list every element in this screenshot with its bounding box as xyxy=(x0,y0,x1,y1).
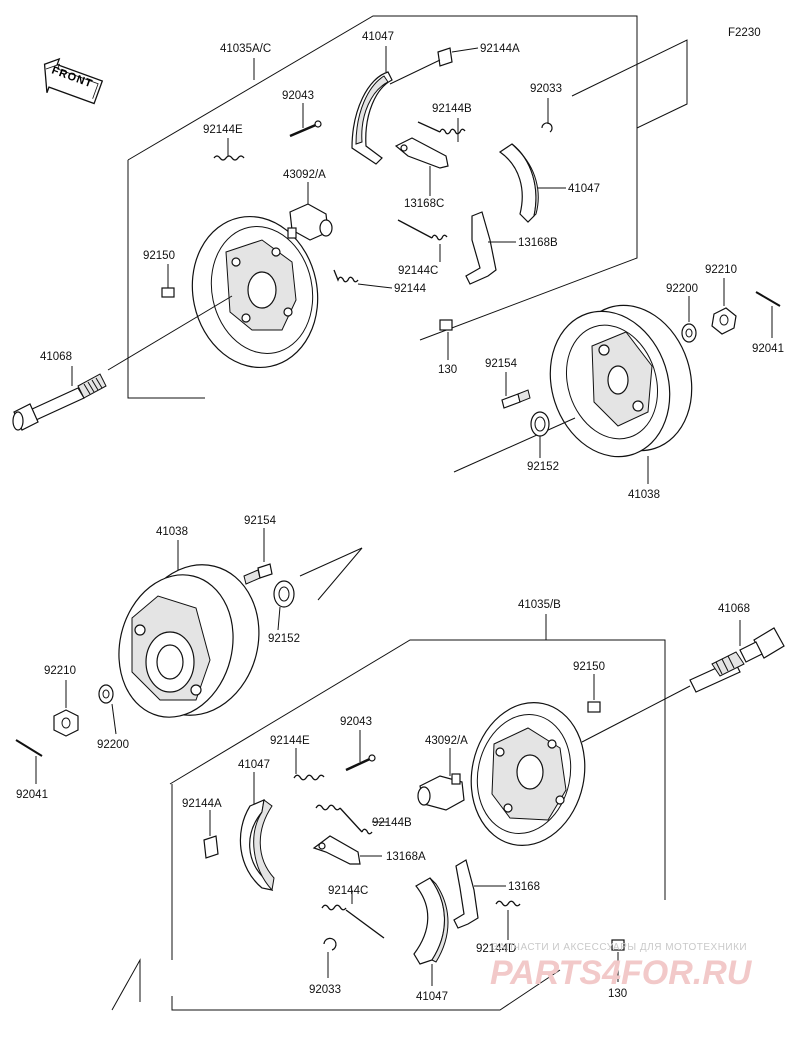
top-bolt-92150 xyxy=(161,264,175,298)
label-top-41068: 41068 xyxy=(40,351,72,363)
label-top-92144a: 92144A xyxy=(480,43,520,55)
top-lever-13168b xyxy=(465,211,516,285)
label-top-92154: 92154 xyxy=(485,358,518,370)
front-arrow-icon xyxy=(43,57,104,105)
bottom-assembly: 41035/B 41038 92154 921 xyxy=(15,515,785,1011)
top-pin-92043 xyxy=(289,103,322,138)
bottom-lever-13168 xyxy=(453,859,506,929)
label-top-92152: 92152 xyxy=(527,461,559,473)
label-bottom-92150: 92150 xyxy=(573,661,605,673)
label-bottom-13168a: 13168A xyxy=(386,851,426,863)
top-brake-panel xyxy=(191,215,319,369)
top-spring-92144c xyxy=(397,219,448,262)
label-top-41047-a: 41047 xyxy=(362,31,394,43)
bottom-spring-92144e xyxy=(293,748,325,781)
bottom-brake-shoe xyxy=(413,877,449,986)
top-clip-92144a xyxy=(389,47,479,85)
bottom-pin-92043 xyxy=(345,730,376,772)
bottom-bolt-92150 xyxy=(587,674,601,713)
bottom-clip-92144a xyxy=(203,810,219,859)
top-wheel-cylinder xyxy=(287,182,333,241)
label-bottom-41047-b: 41047 xyxy=(416,991,448,1003)
label-bottom-92210: 92210 xyxy=(44,665,76,677)
label-bottom-130: 130 xyxy=(608,988,627,1000)
label-bottom-43092a: 43092/A xyxy=(425,735,468,747)
top-bolt-130 xyxy=(439,319,453,360)
top-cotter-92041 xyxy=(755,291,781,338)
label-top-92200: 92200 xyxy=(666,283,698,295)
label-top-92033: 92033 xyxy=(530,83,562,95)
bottom-spring-92144d xyxy=(495,900,521,940)
label-top-130: 130 xyxy=(438,364,457,376)
bottom-brake-shoe-left xyxy=(239,772,275,892)
top-circlip-92033 xyxy=(541,98,553,133)
label-top-13168c: 13168C xyxy=(404,198,444,210)
top-brake-shoe-right xyxy=(498,143,566,223)
top-nut-92210 xyxy=(711,278,737,335)
label-top-92150: 92150 xyxy=(143,250,175,262)
top-brake-shoe xyxy=(351,46,393,165)
top-spring-92144b xyxy=(417,118,466,142)
bottom-brake-drum xyxy=(118,540,363,718)
bottom-brake-panel xyxy=(470,702,586,846)
bottom-cotter-92041 xyxy=(15,739,43,784)
bottom-axle xyxy=(581,620,785,743)
label-bottom-92144a: 92144A xyxy=(182,798,222,810)
bottom-washer-92200 xyxy=(98,684,117,735)
label-top-92043: 92043 xyxy=(282,90,314,102)
bottom-nut-92210 xyxy=(53,680,79,737)
label-bottom-92144b: 92144B xyxy=(372,817,412,829)
label-bottom-13168: 13168 xyxy=(508,881,540,893)
label-top-92144e: 92144E xyxy=(203,124,243,136)
bottom-wheel-cylinder xyxy=(417,748,465,811)
top-washer-92200 xyxy=(681,296,697,343)
label-bottom-92144c: 92144C xyxy=(328,885,368,897)
label-top-41047-b: 41047 xyxy=(568,183,600,195)
bottom-spring-92144c xyxy=(321,890,385,939)
bottom-circlip-92033 xyxy=(323,937,337,978)
bottom-spring-92144b xyxy=(315,804,388,835)
label-bottom-92043: 92043 xyxy=(340,716,372,728)
top-brake-drum xyxy=(453,304,693,484)
bottom-stud-92154 xyxy=(243,528,273,585)
label-bottom-92144d: 92144D xyxy=(476,943,516,955)
label-top-13168b: 13168B xyxy=(518,237,558,249)
top-stud-92154 xyxy=(501,372,531,409)
watermark-tagline: ЗАПЧАСТИ И АКСЕССУАРЫ ДЛЯ МОТОТЕХНИКИ xyxy=(492,942,747,953)
bottom-lever-13168a xyxy=(312,835,382,865)
top-assembly: 41035A/C 41068 92150 xyxy=(12,15,784,501)
watermark-brand: PARTS4FOR.RU xyxy=(490,954,753,992)
label-bottom-92144e: 92144E xyxy=(270,735,310,747)
label-top-92144: 92144 xyxy=(394,283,427,295)
label-top-92210: 92210 xyxy=(705,264,737,276)
label-bottom-92200: 92200 xyxy=(97,739,129,751)
label-top-92144c: 92144C xyxy=(398,265,438,277)
label-41035ac: 41035A/C xyxy=(220,43,271,55)
label-bottom-41068: 41068 xyxy=(718,603,750,615)
label-top-92144b: 92144B xyxy=(432,103,472,115)
label-bottom-41047-a: 41047 xyxy=(238,759,270,771)
label-top-41038: 41038 xyxy=(628,489,660,501)
top-lever-13168c xyxy=(394,137,449,196)
bottom-bolt-130 xyxy=(611,939,625,982)
figure-code: F2230 xyxy=(728,27,761,39)
bottom-seal-92152 xyxy=(273,580,295,631)
label-bottom-92154: 92154 xyxy=(244,515,277,527)
top-seal-92152 xyxy=(530,411,550,458)
label-41035b: 41035/B xyxy=(518,599,561,611)
label-bottom-92033: 92033 xyxy=(309,984,341,996)
top-axle xyxy=(12,295,233,431)
label-bottom-41038: 41038 xyxy=(156,526,188,538)
label-bottom-92041: 92041 xyxy=(16,789,48,801)
label-bottom-92152: 92152 xyxy=(268,633,300,645)
top-spring-92144 xyxy=(333,269,393,289)
top-spring-92144e xyxy=(213,138,245,161)
label-top-43092a: 43092/A xyxy=(283,169,326,181)
label-top-92041: 92041 xyxy=(752,343,784,355)
